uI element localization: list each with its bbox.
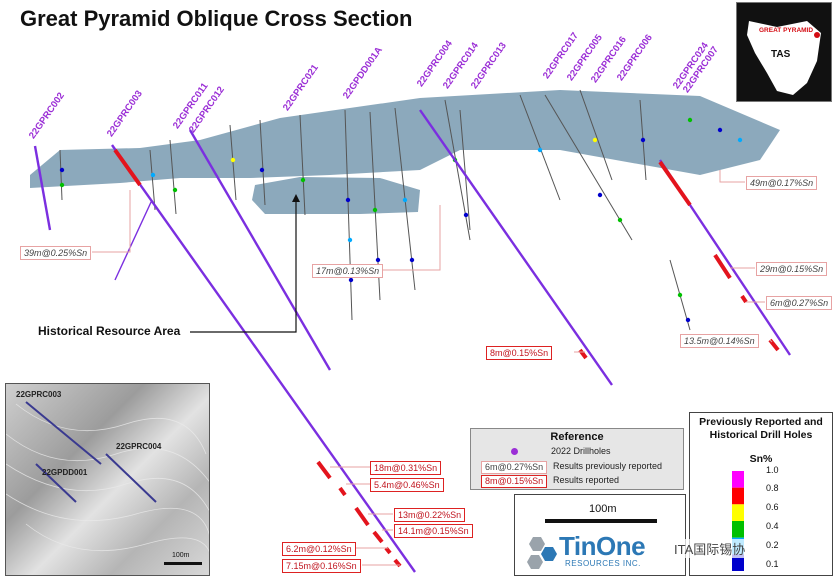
sn-tick: 1.0	[766, 465, 779, 475]
logo-name: TinOne	[559, 531, 646, 561]
result-new: 13m@0.22%Sn	[394, 508, 466, 522]
inset-plan-map: 22GPRC003 22GPDD001 22GPRC004 100m	[5, 383, 210, 576]
scale-bar	[545, 519, 657, 523]
reference-drillholes-label: 2022 Drillholes	[551, 446, 611, 456]
reference-legend: Reference 2022 Drillholes 6m@0.27%Sn Res…	[470, 428, 684, 490]
inset-label: 22GPRC004	[116, 442, 162, 451]
sn-tick: 0.4	[766, 521, 779, 531]
result-prev: 29m@0.15%Sn	[756, 262, 828, 276]
sn-tick: 0.2	[766, 540, 779, 550]
reference-prev-sample: 6m@0.27%Sn	[481, 461, 548, 474]
result-prev: 17m@0.13%Sn	[312, 264, 384, 278]
reported-intervals	[113, 148, 780, 568]
result-new: 18m@0.31%Sn	[370, 461, 442, 475]
logo-sub: RESOURCES INC.	[565, 559, 641, 568]
historical-resource-label: Historical Resource Area	[38, 324, 181, 338]
reference-title: Reference	[550, 431, 604, 443]
reference-prev-label: Results previously reported	[553, 461, 663, 471]
scale-label: 100m	[589, 503, 617, 515]
sn-ramp-segment	[732, 487, 744, 505]
locator-site-label: GREAT PYRAMID	[759, 27, 814, 34]
sn-ramp-segment	[732, 521, 744, 538]
inset-contours	[6, 401, 209, 553]
historical-pointer	[190, 200, 297, 333]
result-new: 5.4m@0.46%Sn	[370, 478, 444, 492]
hole-22GPRC011	[114, 199, 153, 281]
result-new: 7.15m@0.16%Sn	[282, 559, 361, 573]
hole-22GPRC004	[419, 109, 613, 386]
sn-tick: 0.8	[766, 483, 779, 493]
result-prev: 49m@0.17%Sn	[746, 176, 818, 190]
sn-ramp-segment	[732, 504, 744, 521]
result-new: 14.1m@0.15%Sn	[394, 524, 473, 538]
sn-ramp-segment	[732, 554, 744, 571]
locator-region-label: TAS	[771, 49, 791, 60]
resource-zone-upper	[30, 90, 780, 188]
sn-tick: 0.6	[766, 502, 779, 512]
sn-legend-unit: Sn%	[749, 453, 773, 465]
page-title: Great Pyramid Oblique Cross Section	[20, 6, 413, 31]
inset-scale-label: 100m	[172, 552, 190, 559]
hole-22GPRC003	[111, 144, 416, 573]
sn-legend-title: Previously Reported and Historical Drill…	[699, 416, 823, 441]
scale-and-logo: 100m TinOne RESOURCES INC.	[514, 494, 686, 576]
reference-new-label: Results reported	[553, 475, 620, 485]
sn-tick: 0.1	[766, 559, 779, 569]
result-prev: 39m@0.25%Sn	[20, 246, 92, 260]
hole-22GPRC002	[33, 145, 52, 231]
historical-resource-zone	[252, 177, 420, 214]
tinone-hexagon-icon	[527, 537, 557, 569]
tasmania-shape	[747, 21, 821, 95]
result-new: 6.2m@0.12%Sn	[282, 542, 356, 556]
inset-scale-bar	[164, 562, 202, 565]
inset-label: 22GPRC003	[16, 390, 62, 399]
watermark: ITA国际锡协	[672, 539, 748, 558]
result-prev: 13.5m@0.14%Sn	[680, 334, 759, 348]
callout-leaders	[92, 170, 773, 566]
result-prev: 6m@0.27%Sn	[766, 296, 833, 310]
sn-ramp-segment	[732, 471, 744, 488]
drillhole-marker-icon	[511, 448, 518, 455]
reference-new-sample: 8m@0.15%Sn	[481, 475, 548, 488]
assay-samples	[59, 117, 743, 323]
locator-map: GREAT PYRAMID TAS	[736, 2, 832, 102]
result-new: 8m@0.15%Sn	[486, 346, 553, 360]
hole-22GPRC012	[188, 129, 332, 371]
inset-label: 22GPDD001	[42, 468, 88, 477]
